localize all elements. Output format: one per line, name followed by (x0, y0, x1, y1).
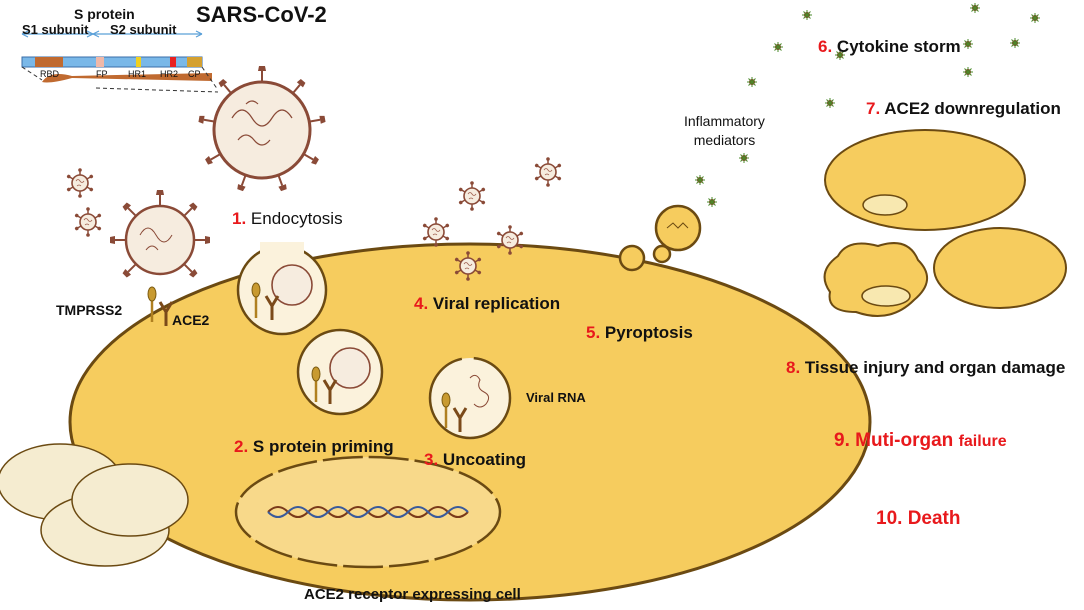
damaged-cells-right (823, 129, 1067, 317)
hr1-label: HR1 (128, 69, 147, 79)
s-protein-label: S protein (74, 6, 135, 22)
inflammatory-mediators-label: Inflammatory mediators (684, 113, 765, 148)
nucleus (234, 455, 502, 569)
s2-subunit-label: S2 subunit (110, 22, 177, 37)
hr2-label: HR2 (160, 69, 179, 79)
hr2-domain (170, 57, 176, 67)
cp-label: CP (188, 69, 201, 79)
cp-domain (187, 57, 202, 67)
cells-bottom-left (0, 443, 189, 567)
step-1: 1. Endocytosis (232, 209, 343, 228)
rbd-label: RBD (40, 69, 60, 79)
step-10: 10. Death (876, 508, 961, 529)
step-6: 6. Cytokine storm (818, 37, 961, 56)
step-5: 5. Pyroptosis (586, 323, 693, 342)
step-7: 7. ACE2 downregulation (866, 99, 1061, 118)
rbd-domain (35, 57, 63, 67)
step-3: 3. Uncoating (424, 450, 527, 469)
s1-subunit-label: S1 subunit (22, 22, 89, 37)
virion-released-1 (533, 156, 563, 188)
virion-free-1 (65, 167, 95, 199)
virion-large (197, 65, 327, 193)
fp-label: FP (96, 69, 108, 79)
step-4: 4. Viral replication (414, 294, 561, 313)
virion-budding-1 (421, 216, 451, 248)
virion-binding (109, 189, 211, 280)
step-9: 9. Muti-organ failure (834, 430, 1007, 451)
step-8: 8. Tissue injury and organ damage (786, 358, 1066, 377)
fp-domain (96, 57, 104, 67)
endosome-uncoating (428, 356, 512, 440)
virion-released-2 (457, 180, 487, 212)
viral-rna-strand (469, 374, 490, 408)
virus-title: SARS-CoV-2 (196, 2, 327, 27)
viral-rna-label: Viral RNA (526, 390, 586, 405)
endosome-priming (296, 328, 384, 416)
ace2-label: ACE2 (172, 312, 210, 328)
hr1-domain (136, 57, 141, 67)
cell-caption: ACE2 receptor expressing cell (304, 586, 521, 603)
virion-free-2 (73, 206, 103, 238)
step-2: 2. S protein priming (234, 437, 394, 456)
endosome-endocytosis (236, 242, 328, 336)
s-protein-schematic (21, 30, 219, 93)
tmprss2-label: TMPRSS2 (56, 302, 123, 318)
spike-shape (42, 73, 212, 83)
